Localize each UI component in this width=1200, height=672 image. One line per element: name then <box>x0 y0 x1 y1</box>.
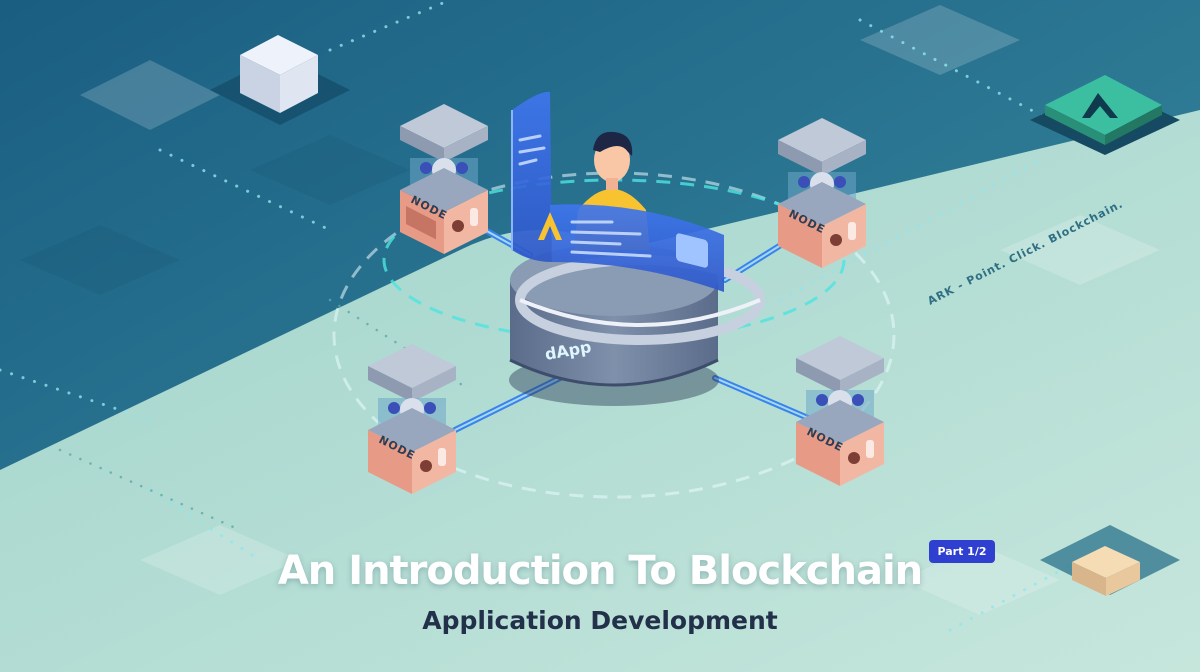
crate-icon <box>1040 525 1180 596</box>
part-badge: Part 1/2 <box>929 540 995 563</box>
dapp-screen <box>511 91 724 292</box>
dapp-platform: dApp <box>509 244 765 406</box>
node-server-icon: NODE <box>796 336 884 486</box>
node-server-icon: NODE <box>400 104 488 254</box>
page-title: An Introduction To Blockchain <box>277 548 923 594</box>
page-subtitle: Application Development <box>422 606 778 635</box>
node-server-icon: NODE <box>778 118 866 268</box>
ark-logo-icon <box>1030 75 1180 155</box>
cube-icon <box>210 35 350 125</box>
node-server-icon: NODE <box>368 344 456 494</box>
